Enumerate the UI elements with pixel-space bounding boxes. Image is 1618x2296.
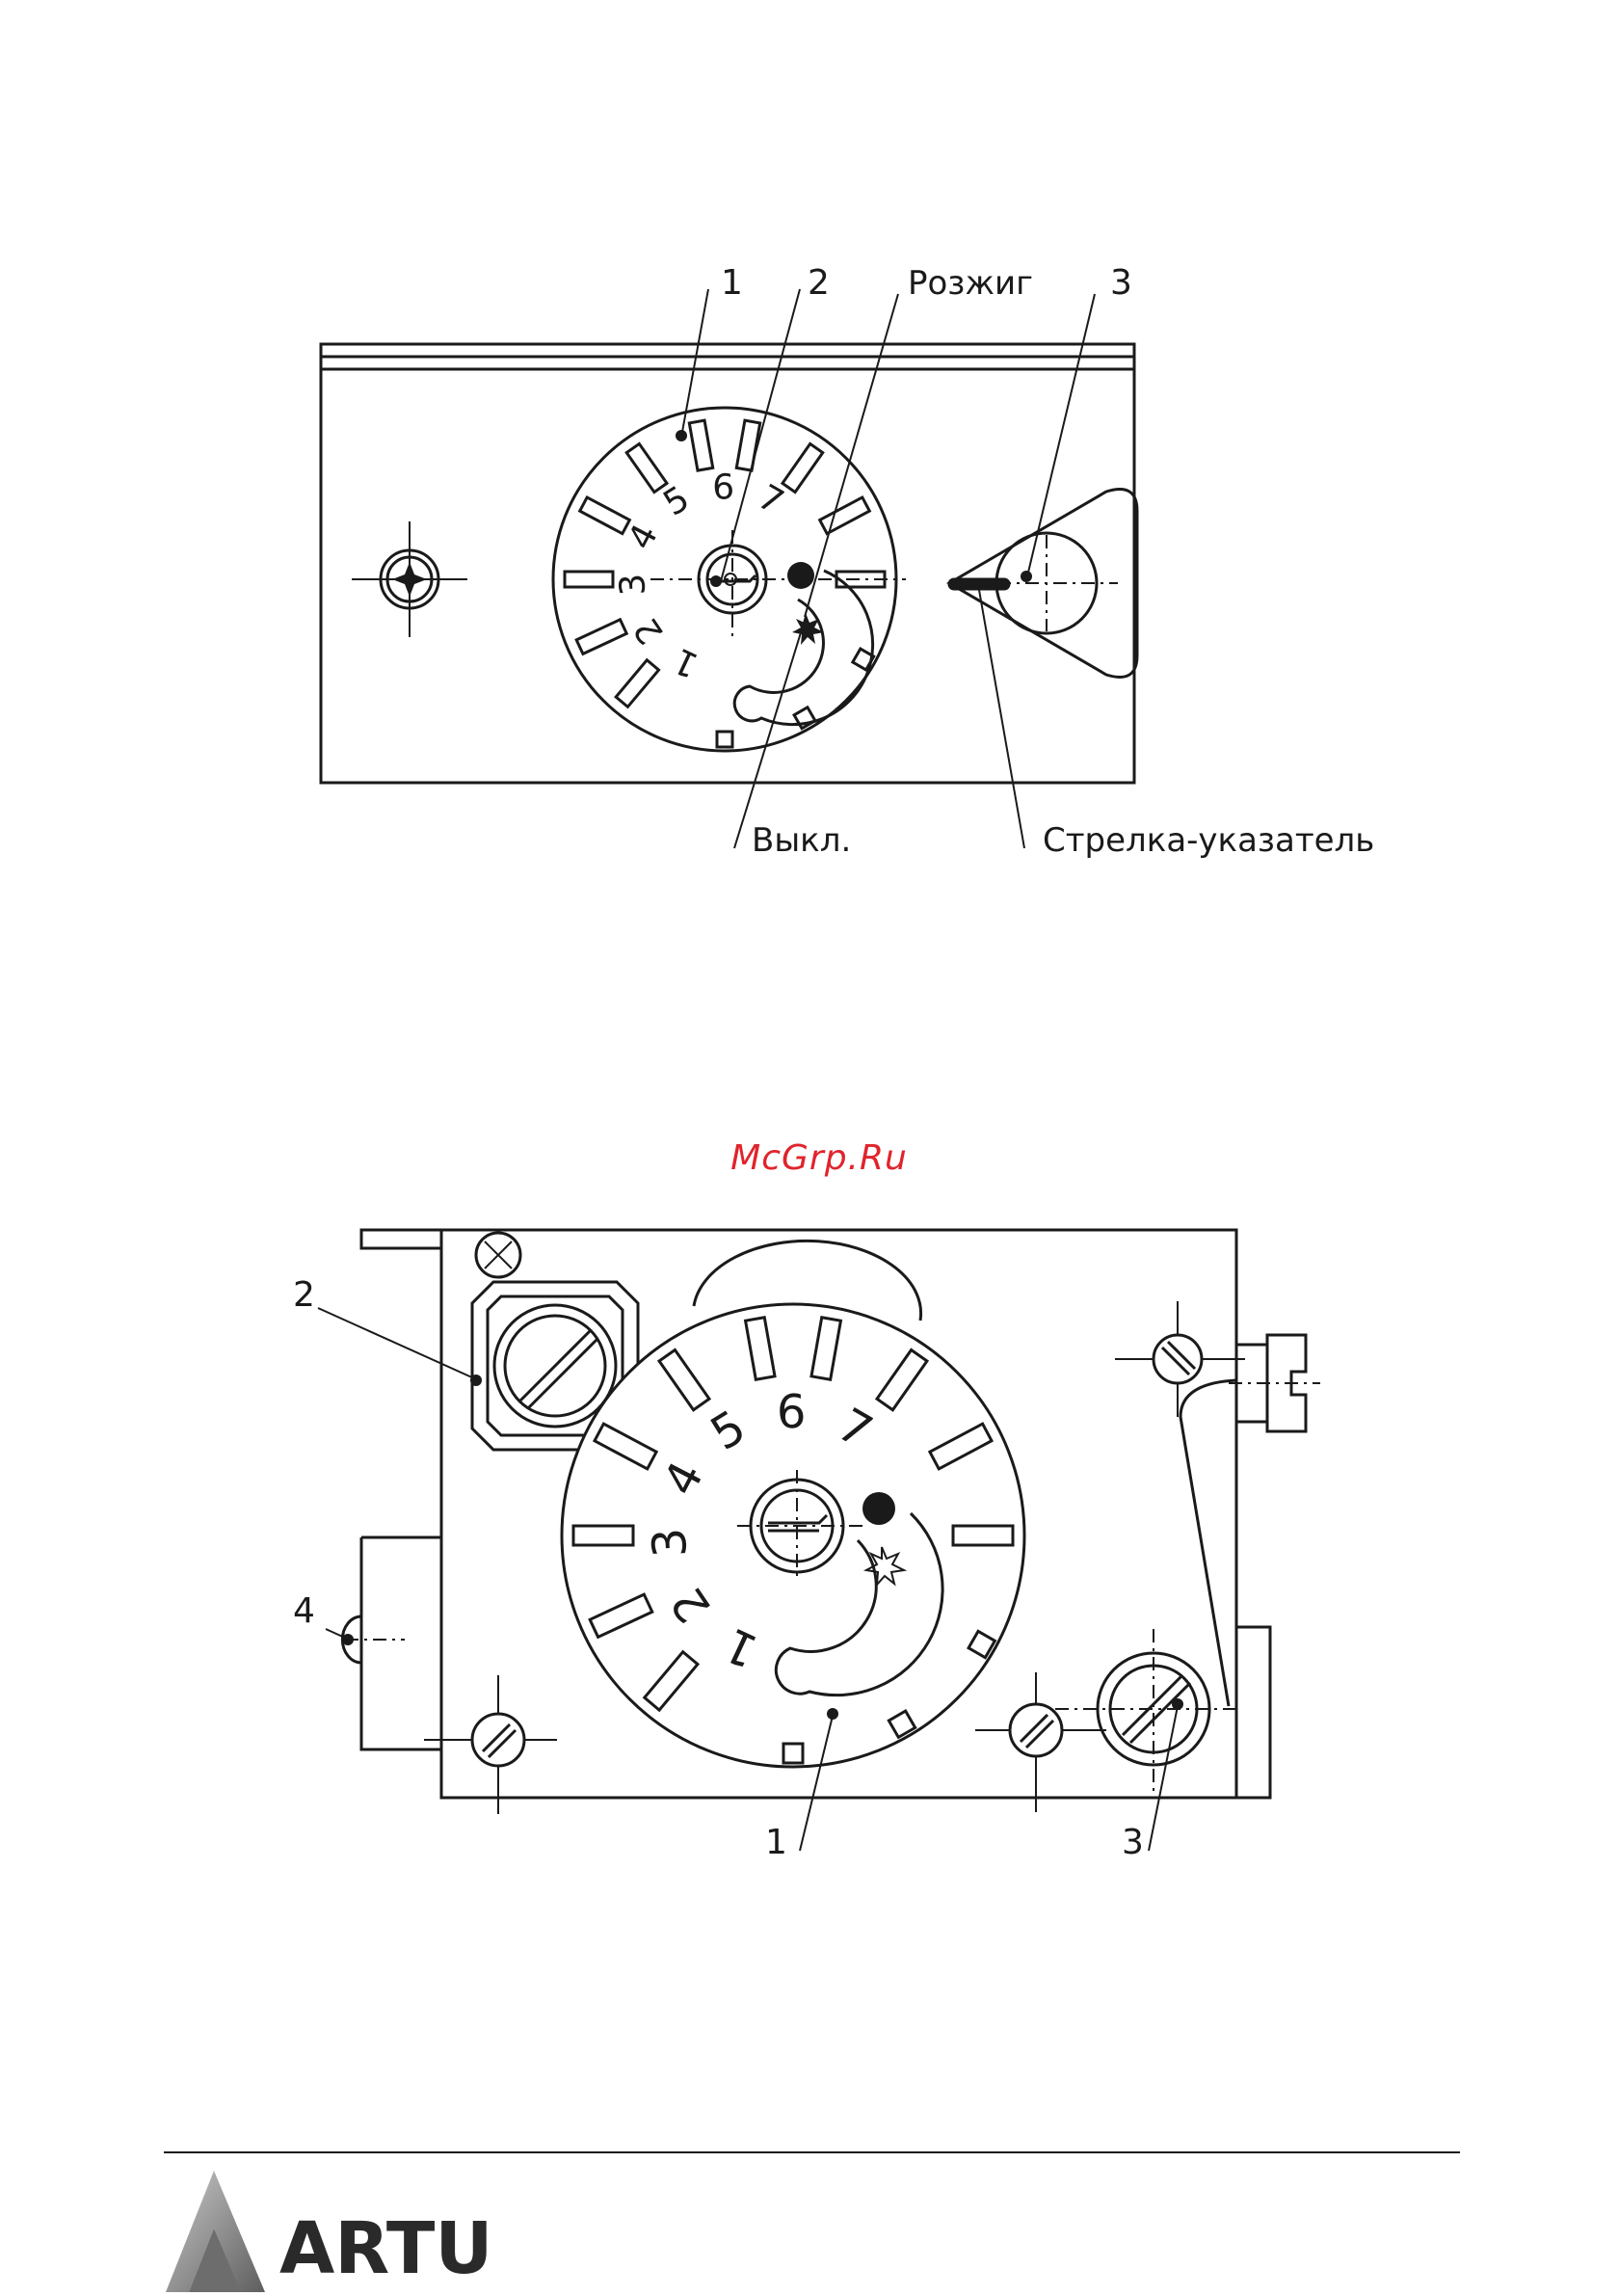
callout-ignition: Розжиг	[908, 264, 1033, 303]
dial-number: 2	[626, 610, 672, 651]
callout-2: 2	[293, 1275, 315, 1315]
dial-notch	[717, 732, 732, 747]
callout-4: 4	[293, 1591, 315, 1631]
callout-2: 2	[808, 263, 830, 303]
dial-number: 6	[776, 1385, 806, 1439]
footer: ARTU	[164, 2152, 1460, 2292]
valve-panel	[321, 344, 1134, 783]
watermark: McGrp.Ru	[730, 1138, 908, 1178]
mounting-screw-icon	[352, 521, 467, 637]
dial-number: 7	[751, 477, 789, 522]
dial-number: 3	[642, 1527, 698, 1560]
dial-slot	[616, 660, 658, 707]
callout-1: 1	[721, 263, 743, 303]
dial-number: 6	[712, 467, 735, 507]
bottom-middle-screw-icon	[975, 1672, 1106, 1812]
ignition-hole	[787, 562, 814, 589]
callout-3: 3	[1110, 263, 1132, 303]
callout-leaders	[676, 289, 1095, 848]
dial-slot	[736, 420, 759, 470]
artu-logo-icon: ARTU	[166, 2171, 493, 2292]
pointer-window	[949, 490, 1137, 678]
dial-number: 4	[621, 519, 666, 556]
callout-3: 3	[1122, 1823, 1144, 1862]
dial-slot	[820, 497, 870, 534]
dial-slot	[565, 572, 613, 587]
spark-icon	[792, 613, 824, 645]
ignition-hole	[862, 1492, 895, 1525]
dial-slot	[626, 443, 667, 492]
top-screw-icon	[476, 1233, 520, 1277]
callout-pointer: Стрелка-указатель	[1043, 821, 1374, 860]
brand-name: ARTU	[279, 2207, 493, 2290]
bottom-left-screw-icon	[424, 1675, 557, 1814]
dial-number: 3	[613, 573, 653, 597]
flame-slot	[734, 571, 872, 725]
outlet-pressure-screw	[342, 1616, 405, 1663]
callout-1: 1	[765, 1823, 787, 1862]
dial-slot	[573, 1526, 633, 1545]
dial-notch	[783, 1744, 803, 1763]
dial-slot	[576, 620, 626, 654]
side-bolt	[1229, 1335, 1320, 1431]
dial-slot	[953, 1526, 1013, 1545]
dial-slot	[782, 443, 823, 492]
dial-number: 1	[668, 640, 704, 685]
dial-slot	[580, 497, 630, 534]
adjustment-screw	[1055, 1629, 1238, 1793]
dial-slot	[689, 420, 712, 470]
top-right-screw-icon	[1115, 1301, 1245, 1417]
callout-off: Выкл.	[752, 821, 851, 860]
